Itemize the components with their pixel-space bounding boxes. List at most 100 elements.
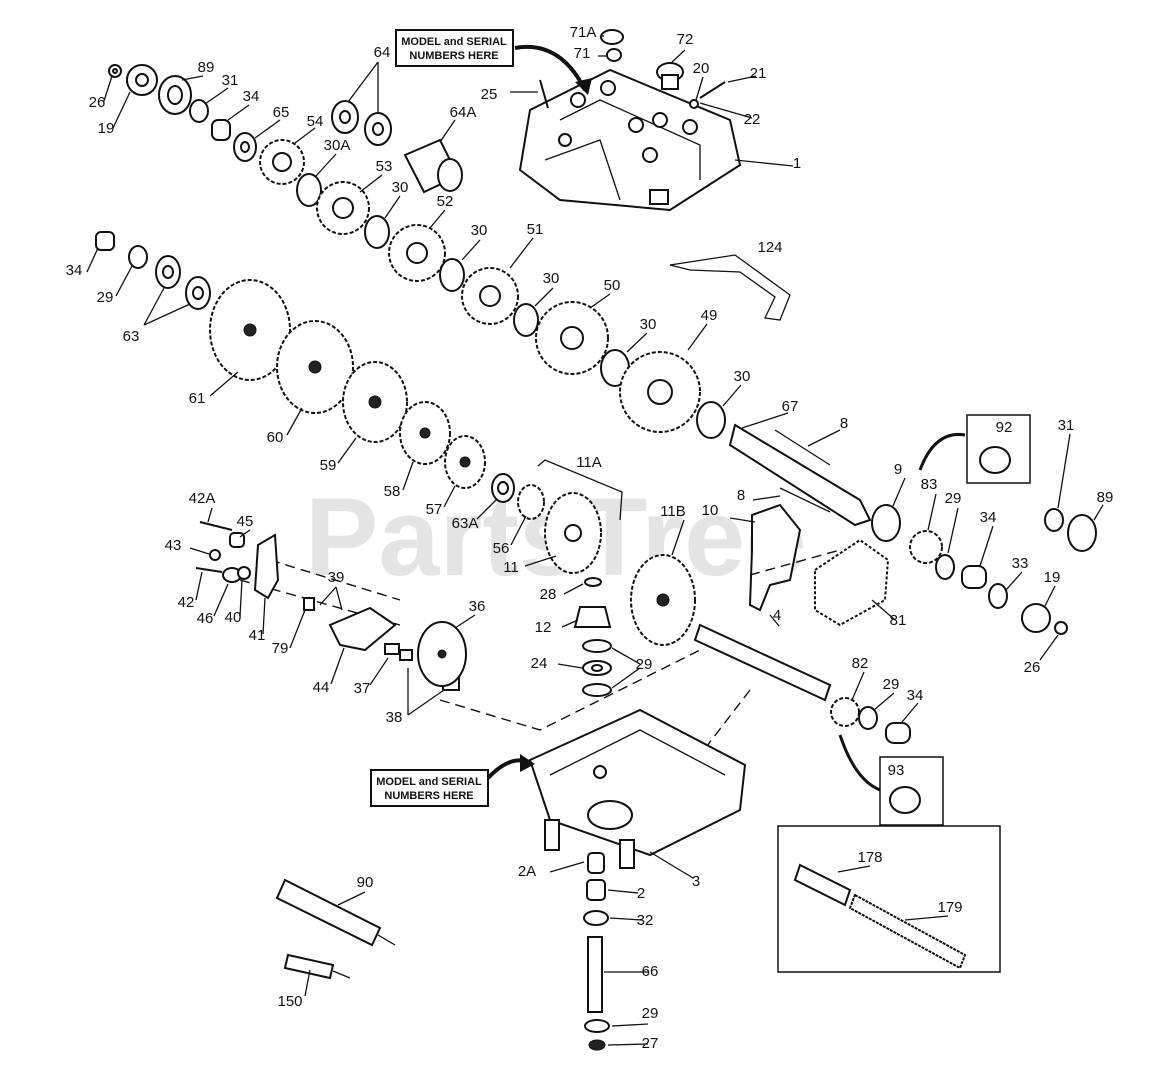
part-callout-1: 1 bbox=[793, 155, 801, 172]
part-callout-82: 82 bbox=[852, 655, 869, 672]
part-callout-12: 12 bbox=[535, 619, 552, 636]
collar-19b bbox=[1021, 603, 1051, 633]
part-callout-90: 90 bbox=[357, 874, 374, 891]
part-callout-42: 42 bbox=[178, 594, 195, 611]
part-callout-45: 45 bbox=[237, 513, 254, 530]
part-callout-30: 30 bbox=[392, 179, 409, 196]
shaft-4 bbox=[693, 623, 832, 702]
part-callout-3: 3 bbox=[692, 873, 700, 890]
part-callout-83: 83 bbox=[921, 476, 938, 493]
assembly-line-3 bbox=[439, 649, 701, 731]
part-callout-40: 40 bbox=[225, 609, 242, 626]
part-callout-59: 59 bbox=[320, 457, 337, 474]
part-callout-21: 21 bbox=[750, 65, 767, 82]
part-callout-63A: 63A bbox=[452, 515, 479, 532]
nut-26b bbox=[1054, 621, 1068, 635]
leader-lines bbox=[86, 35, 1104, 1046]
part-callout-11B: 11B bbox=[660, 503, 686, 520]
part-callout-36: 36 bbox=[469, 598, 486, 615]
sprocket-82 bbox=[830, 697, 860, 727]
bevel-gear-assembly-11A bbox=[517, 459, 696, 697]
part-callout-29: 29 bbox=[636, 656, 653, 673]
axle-stack bbox=[583, 852, 610, 1051]
spacer-64 bbox=[331, 100, 392, 146]
part-callout-34: 34 bbox=[907, 687, 924, 704]
part-callout-10: 10 bbox=[702, 502, 719, 519]
part-callout-25: 25 bbox=[481, 86, 498, 103]
part-callout-29: 29 bbox=[642, 1005, 659, 1022]
part-callout-179: 179 bbox=[937, 899, 962, 916]
disc-36 bbox=[417, 621, 467, 687]
part-callout-20: 20 bbox=[693, 60, 710, 77]
part-callout-71A: 71A bbox=[570, 24, 597, 41]
lower-shaft-gears bbox=[95, 231, 515, 503]
part-callout-81: 81 bbox=[890, 612, 907, 629]
part-callout-32: 32 bbox=[637, 912, 654, 929]
part-callout-89: 89 bbox=[198, 59, 215, 76]
plug-71 bbox=[606, 48, 622, 62]
part-callout-51: 51 bbox=[527, 221, 544, 238]
part-callout-71: 71 bbox=[574, 45, 591, 62]
part-callout-30: 30 bbox=[543, 270, 560, 287]
part-callout-56: 56 bbox=[493, 540, 510, 557]
part-callout-31: 31 bbox=[222, 72, 239, 89]
part-callout-50: 50 bbox=[604, 277, 621, 294]
part-callout-124: 124 bbox=[757, 239, 782, 256]
bearing-89b bbox=[1067, 514, 1097, 552]
assembly-line-5 bbox=[269, 559, 401, 601]
part-callout-53: 53 bbox=[376, 158, 393, 175]
washer-29d bbox=[858, 706, 878, 730]
part-callout-39: 39 bbox=[328, 569, 345, 586]
part-callout-30: 30 bbox=[640, 316, 657, 333]
model-serial-line2: NUMBERS HERE bbox=[409, 50, 498, 62]
part-callout-43: 43 bbox=[165, 537, 182, 554]
pin-25 bbox=[539, 79, 549, 109]
output-shaft-67 bbox=[728, 423, 872, 527]
chain-81 bbox=[814, 538, 890, 627]
part-callout-30: 30 bbox=[734, 368, 751, 385]
part-92-box bbox=[918, 414, 1031, 484]
model-serial-line2: NUMBERS HERE bbox=[384, 790, 473, 802]
part-callout-29: 29 bbox=[97, 289, 114, 306]
key-8a bbox=[774, 429, 831, 466]
part-callout-19: 19 bbox=[98, 120, 115, 137]
spring-21 bbox=[699, 81, 726, 99]
part-callout-54: 54 bbox=[307, 113, 324, 130]
grease-tube-90 bbox=[275, 878, 396, 947]
bearing-9 bbox=[871, 504, 901, 542]
washer-29c bbox=[935, 554, 955, 580]
model-serial-label-bottom: MODEL and SERIAL NUMBERS HERE bbox=[370, 754, 535, 807]
part-callout-29: 29 bbox=[883, 676, 900, 693]
washer-31b bbox=[1044, 508, 1064, 532]
part-callout-44: 44 bbox=[313, 679, 330, 696]
assembly-line-2 bbox=[239, 579, 401, 626]
shift-fork-10 bbox=[748, 503, 802, 612]
part-callout-67: 67 bbox=[782, 398, 799, 415]
part-callout-63: 63 bbox=[123, 328, 140, 345]
part-callout-79: 79 bbox=[272, 640, 289, 657]
part-callout-72: 72 bbox=[677, 31, 694, 48]
part-callout-33: 33 bbox=[1012, 555, 1029, 572]
part-callout-22: 22 bbox=[744, 111, 761, 128]
part-callout-57: 57 bbox=[426, 501, 443, 518]
part-callout-34: 34 bbox=[243, 88, 260, 105]
part-callout-24: 24 bbox=[531, 655, 548, 672]
part-callout-38: 38 bbox=[386, 709, 403, 726]
part-callout-30: 30 bbox=[471, 222, 488, 239]
part-callout-41: 41 bbox=[249, 627, 266, 644]
shaft-kit-box bbox=[777, 825, 1001, 973]
sprocket-83 bbox=[909, 530, 943, 564]
part-callout-49: 49 bbox=[701, 307, 718, 324]
model-serial-line1: MODEL and SERIAL bbox=[376, 776, 482, 788]
housing-cover bbox=[518, 68, 742, 212]
part-callout-30A: 30A bbox=[324, 137, 351, 154]
model-serial-line1: MODEL and SERIAL bbox=[401, 36, 507, 48]
part-callout-28: 28 bbox=[540, 586, 557, 603]
part-callout-31: 31 bbox=[1058, 417, 1075, 434]
part-callout-29: 29 bbox=[945, 490, 962, 507]
part-callout-37: 37 bbox=[354, 680, 371, 697]
part-callout-9: 9 bbox=[894, 461, 902, 478]
sealant-tube-150 bbox=[283, 953, 351, 980]
